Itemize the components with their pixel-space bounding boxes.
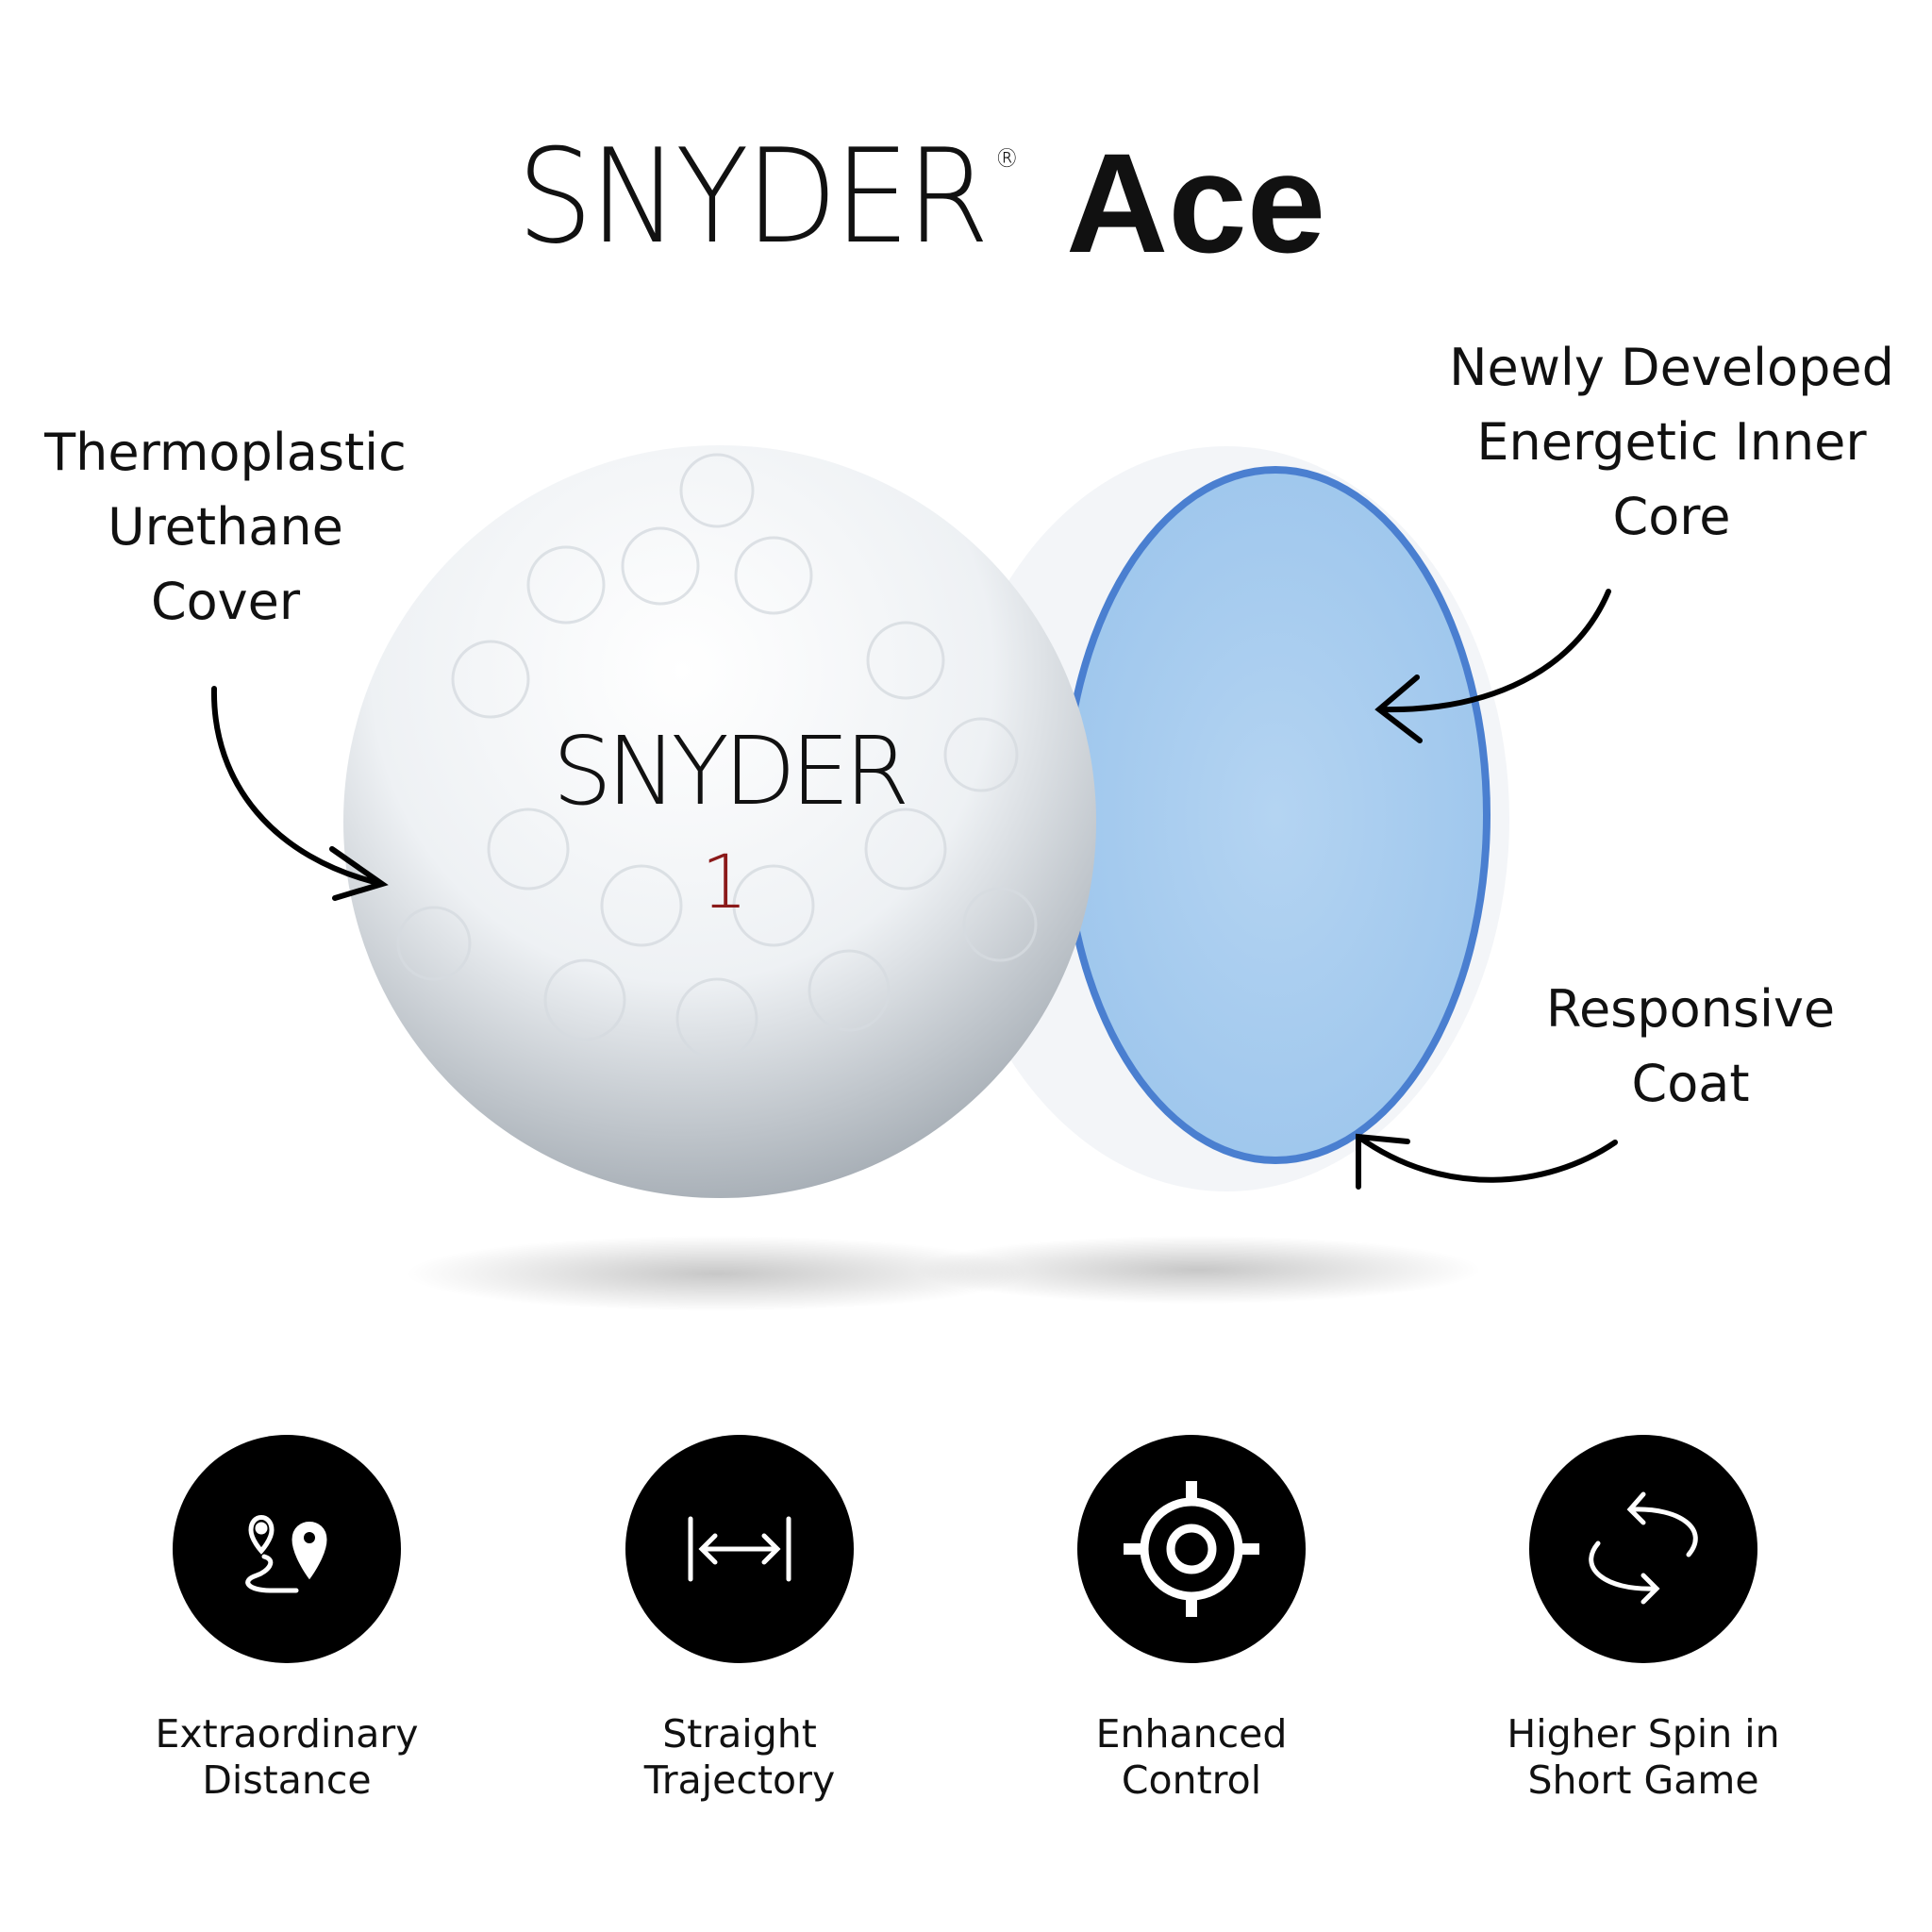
callout-cover: Thermoplastic Urethane Cover (44, 423, 407, 631)
feature-icon-trajectory (625, 1435, 854, 1663)
ball-dimples (396, 453, 1038, 1060)
ball-number: 1 (701, 841, 748, 925)
feature-label-trajectory: Straight Trajectory (643, 1711, 836, 1803)
rotate-spin-icon (1589, 1491, 1698, 1605)
feature-icon-spin (1529, 1435, 1757, 1663)
coat-arrow (1356, 1133, 1618, 1190)
callout-core: Newly Developed Energetic Inner Core (1449, 338, 1894, 546)
feature-icon-control (1077, 1435, 1306, 1663)
inner-core (1068, 474, 1483, 1157)
core-arrow (1374, 589, 1611, 743)
feature-label-distance: Extraordinary Distance (155, 1711, 419, 1803)
feature-label-spin: Higher Spin in Short Game (1507, 1711, 1780, 1803)
cover-arrow (210, 686, 389, 901)
target-crosshair-icon (1124, 1481, 1259, 1617)
feature-label-control: Enhanced Control (1095, 1711, 1288, 1803)
ball-shadow-left (406, 1236, 1028, 1311)
product-model: Ace (1066, 124, 1326, 282)
ball-shadow-right (915, 1236, 1481, 1304)
feature-icon-distance (173, 1435, 401, 1663)
ball-logo: SNYDER (552, 716, 906, 826)
map-route-icon (245, 1515, 327, 1593)
horizontal-distance-icon (688, 1516, 791, 1582)
registered-mark: ® (994, 142, 1020, 174)
brand-logo: SNYDER® (517, 132, 1019, 262)
callout-coat: Responsive Coat (1545, 979, 1836, 1113)
golf-ball (343, 445, 1096, 1198)
brand-name: SNYDER (517, 121, 990, 273)
